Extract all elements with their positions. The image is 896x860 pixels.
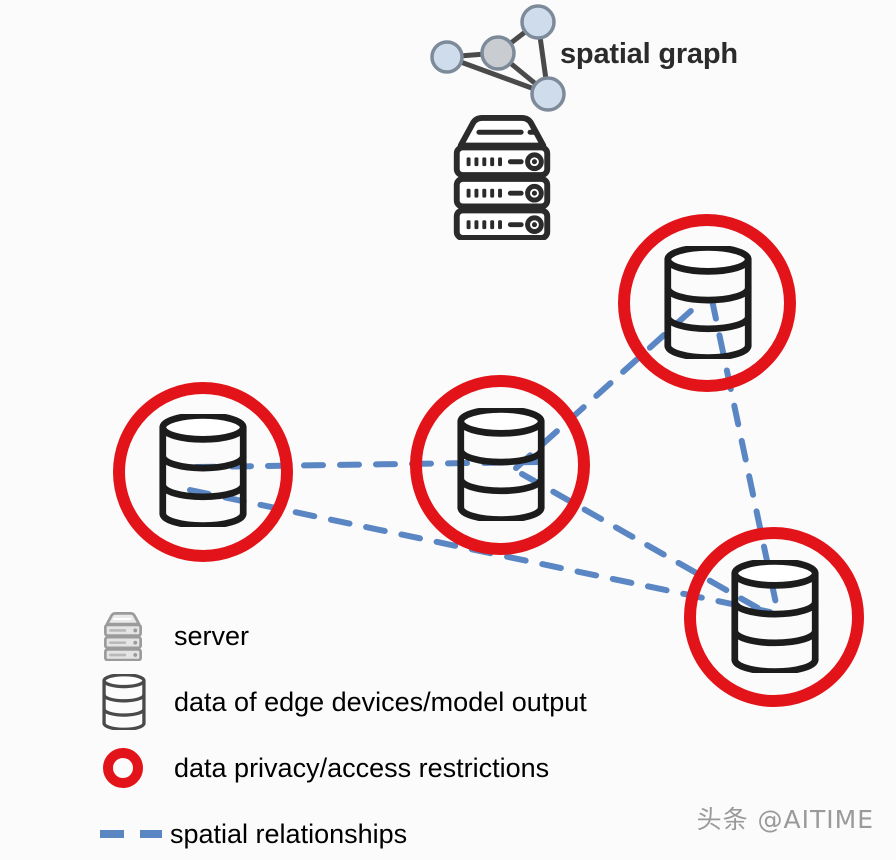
database-cylinder-icon — [163, 415, 243, 525]
privacy-ring-icon — [410, 375, 590, 555]
graph-node — [480, 35, 516, 71]
edge-node-left[interactable] — [113, 382, 293, 562]
edge-node-center[interactable] — [410, 375, 590, 555]
legend-label-database: data of edge devices/model output — [174, 686, 587, 717]
central-server-icon — [457, 118, 547, 238]
privacy-ring-icon — [684, 527, 864, 707]
spatial-edge-center-bottomright — [519, 471, 775, 619]
graph-edge — [444, 54, 551, 97]
database-icon — [96, 674, 174, 730]
spatial-graph-icon — [430, 4, 566, 112]
legend-label-server: server — [174, 620, 250, 651]
graph-node — [520, 4, 556, 40]
privacy-ring-icon — [113, 382, 293, 562]
privacy-ring-icon — [618, 214, 796, 392]
spatial-graph-label: spatial graph — [560, 38, 738, 70]
watermark: 头条 @AITIME — [696, 805, 874, 834]
database-cylinder-icon — [735, 561, 815, 671]
server-icon — [96, 611, 174, 661]
legend-label-privacy: data privacy/access restrictions — [174, 752, 550, 783]
legend-item-privacy: data privacy/access restrictions — [96, 740, 736, 796]
blue-dashed-line-icon — [96, 826, 170, 842]
edge-node-bottom-right[interactable] — [684, 527, 864, 707]
legend-label-spatial-relationship: spatial relationships — [170, 818, 408, 849]
red-ring-icon — [96, 745, 174, 791]
database-cylinder-icon — [668, 247, 748, 357]
graph-node — [430, 40, 464, 74]
legend-item-database: data of edge devices/model output — [96, 674, 736, 730]
legend: server data of edge devices/model output — [96, 608, 736, 860]
edge-node-top-right[interactable] — [618, 214, 796, 392]
graph-node — [530, 76, 566, 112]
spatial-edge-center-topright — [513, 297, 706, 471]
legend-item-spatial-relationship: spatial relationships — [96, 806, 736, 860]
legend-item-server: server — [96, 608, 736, 664]
